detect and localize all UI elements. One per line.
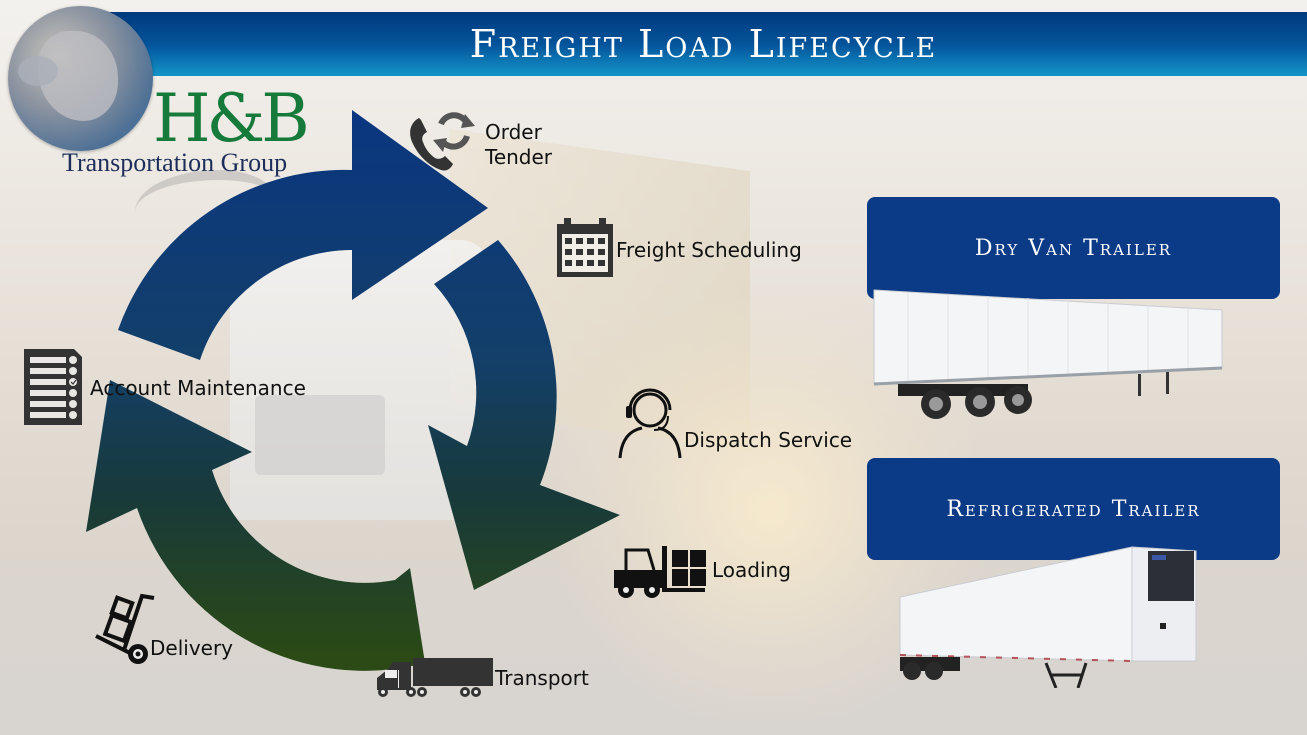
- hand-truck-icon: [94, 592, 156, 672]
- logo-brand: H&B: [153, 80, 310, 157]
- background-truck-grille: [255, 395, 385, 475]
- stage-label: Account Maintenance: [90, 375, 306, 400]
- stage-order-tender: Order Tender: [405, 112, 552, 178]
- stage-loading: Loading: [612, 542, 791, 604]
- dry-van-trailer-image: [873, 289, 1223, 419]
- trailer-card-label: Refrigerated Trailer: [946, 496, 1201, 522]
- forklift-icon: [612, 542, 708, 604]
- stage-label: Transport: [495, 665, 589, 690]
- logo-subtitle: Transportation Group: [62, 148, 288, 177]
- calendar-icon: [556, 218, 614, 282]
- title-banner: [100, 12, 1307, 76]
- refrigerated-trailer-card: Refrigerated Trailer: [867, 458, 1280, 560]
- globe-land-shape: [18, 56, 58, 86]
- semi-truck-icon: [373, 656, 495, 702]
- checklist-icon: [22, 347, 84, 431]
- cycle-arrow-bottom: [86, 380, 425, 671]
- stage-label: Freight Scheduling: [616, 237, 802, 262]
- stage-label-tender: Tender: [485, 145, 553, 169]
- refrigerated-trailer-image: [899, 546, 1197, 688]
- stage-label-order: Order: [485, 120, 542, 144]
- stage-freight-scheduling: Freight Scheduling: [556, 218, 802, 282]
- stage-label: Loading: [712, 557, 791, 582]
- logo-road-graphic: [135, 170, 275, 240]
- stage-account-maintenance: Account Maintenance: [22, 347, 306, 431]
- stage-transport: Transport: [373, 656, 589, 702]
- stage-dispatch-service: Dispatch Service: [616, 386, 852, 464]
- cycle-arrow-right: [428, 240, 620, 590]
- headset-user-icon: [616, 386, 684, 464]
- cycle-arrow-top: [118, 110, 488, 360]
- stage-delivery: Delivery: [94, 592, 233, 672]
- stage-label: Dispatch Service: [684, 427, 853, 452]
- stage-label: Delivery: [150, 635, 234, 660]
- phone-refresh-icon: [405, 112, 477, 178]
- globe-icon: [8, 6, 153, 151]
- dry-van-trailer-card: Dry Van Trailer: [867, 197, 1280, 299]
- trailer-card-label: Dry Van Trailer: [974, 235, 1173, 261]
- page-title: Freight Load Lifecycle: [469, 22, 938, 66]
